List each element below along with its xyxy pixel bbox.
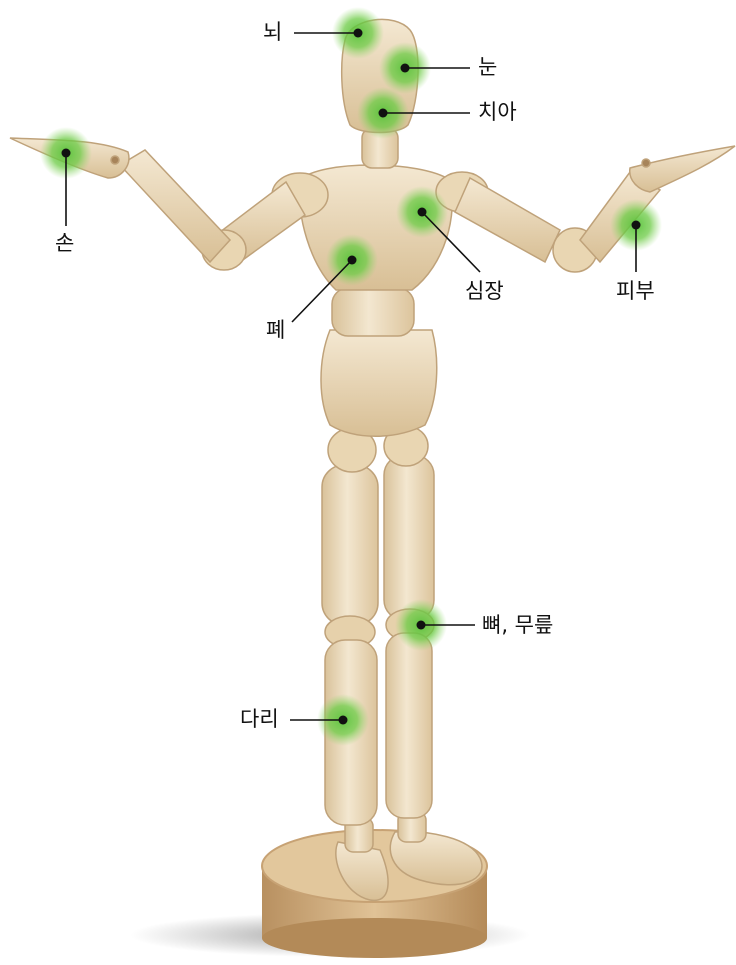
label-lungs: 폐 bbox=[266, 320, 285, 341]
pelvis bbox=[321, 330, 437, 436]
label-hand: 손 bbox=[55, 233, 74, 254]
label-heart: 심장 bbox=[465, 281, 504, 302]
label-skin: 피부 bbox=[616, 281, 655, 302]
waist bbox=[332, 288, 414, 336]
label-teeth: 치아 bbox=[478, 102, 517, 123]
right-arm bbox=[455, 146, 735, 272]
label-brain: 뇌 bbox=[263, 22, 282, 43]
label-legs: 다리 bbox=[240, 709, 279, 730]
label-bone-knee: 뼈, 무릎 bbox=[482, 615, 553, 636]
label-eyes: 눈 bbox=[478, 57, 497, 78]
